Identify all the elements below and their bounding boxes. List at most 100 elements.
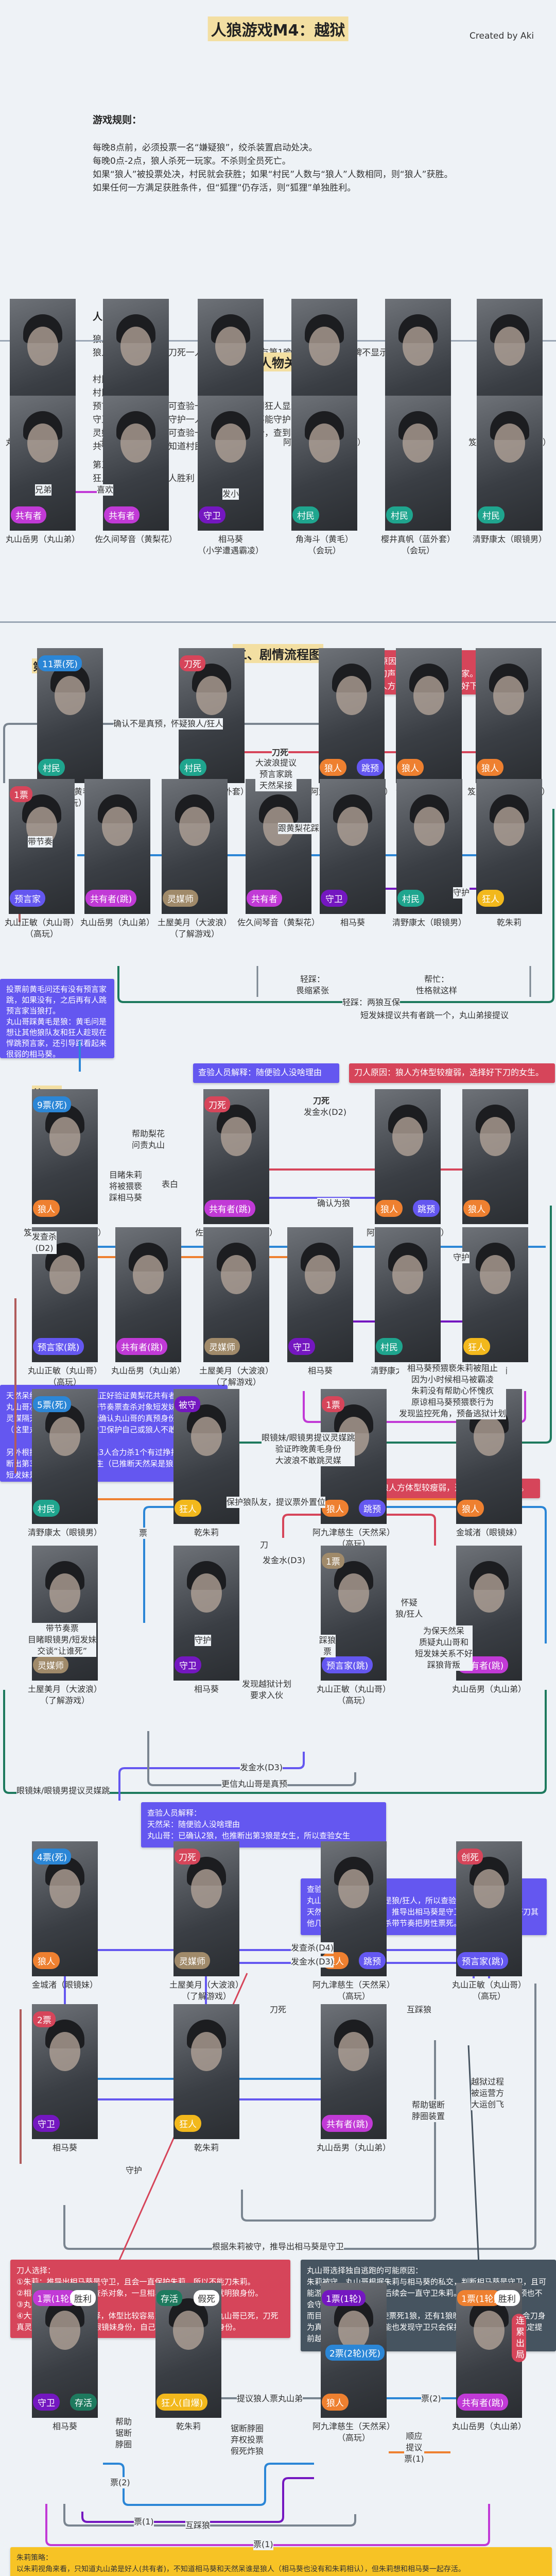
face-shape <box>309 327 340 366</box>
role-badge: 共有者 <box>104 506 140 523</box>
character-photo: 共有者(跳) 1票(1轮)胜利连 累 出 局 <box>456 2283 526 2418</box>
character-card: 灵媒师土屋美月（大波浪） （了解游戏） <box>28 1546 102 1706</box>
character-photo: 守卫 <box>320 779 386 914</box>
d4-gold-label: 发金水(D3) <box>291 1956 334 1968</box>
character-photo: 狼人 <box>396 648 462 783</box>
role-badge: 狼人 <box>376 1200 403 1217</box>
divider-1 <box>0 340 556 342</box>
character-name: 清野康太（眼镜男） <box>27 1528 102 1537</box>
character-card: 狂人被守乾朱莉 <box>173 1389 239 1538</box>
status-badge: 刀死 <box>175 1849 200 1865</box>
status-badge: 刀死 <box>180 655 205 671</box>
character-photo: 守卫 <box>287 1227 353 1362</box>
d5-comply-label: 顺应 提议 票(1) <box>404 2431 424 2465</box>
day5-strategy-note: 朱莉策略： 以朱莉视角来看，只知道丸山弟是好人(共有者)，不知道相马葵和天然呆谁… <box>10 2547 552 2576</box>
d5-help-label: 帮助 锯断 脖圈 <box>115 2416 132 2450</box>
d4-escape-label: 越狱过程 被运营方 大运创飞 <box>471 2076 505 2110</box>
day3-check-note: 查验人员解释： 天然呆：随便验人没啥理由 丸山哥：已确认2狼，也推断出第3狼是女… <box>141 1802 386 1848</box>
d2-guard-label: 守护 <box>453 1252 470 1263</box>
role-badge: 共有者(跳) <box>457 2394 509 2411</box>
result-badge: 假死 <box>194 2290 219 2306</box>
character-name: 相马葵 <box>307 1366 333 1376</box>
role-badge: 守卫 <box>33 2115 60 2132</box>
role-badge: 狼人 <box>33 1952 60 1969</box>
character-name: 丸山正敏（丸山哥） （高玩） <box>316 1684 391 1705</box>
character-photo: 预言家(跳)1票 <box>32 1227 98 1362</box>
character-card: 守卫相马葵 <box>173 1546 239 1695</box>
credit-top: Created by Aki <box>470 31 534 41</box>
face-shape <box>413 676 444 715</box>
character-photo: 共有者(跳) <box>84 779 150 914</box>
role-badge: 村民 <box>33 1500 60 1517</box>
character-card: 村民清野康太（眼镜男） <box>473 396 547 545</box>
face-shape <box>49 1255 80 1294</box>
role-badge: 狂人 <box>175 1500 201 1517</box>
result-badge: 胜利 <box>494 2290 520 2306</box>
section-plot-title: 二、剧情流程图 <box>233 644 323 663</box>
role-badge: 灵媒师 <box>163 890 198 907</box>
character-card: 共有者佐久间琴音（黄梨花） <box>95 396 177 545</box>
character-name: 丸山岳男（丸山弟） <box>111 1366 185 1376</box>
day2-kill-reason-note: 刀人原因：狼人方体型较瘦弱，选择好下刀的女生。 <box>349 1063 555 1083</box>
face-shape <box>494 807 525 846</box>
eliminated-badge: 连 累 出 局 <box>512 2314 526 2362</box>
role-badge: 村民 <box>386 506 413 523</box>
d1-sharer-label: 短发妹提议共有者跳一个，丸山弟接提议 <box>360 1010 509 1021</box>
character-name: 相马葵 <box>194 1684 219 1694</box>
face-shape <box>474 1869 505 1908</box>
face-shape <box>493 676 524 715</box>
status-badge: 1票 <box>322 1553 344 1569</box>
character-card: 共有者(跳)1票(1轮)胜利连 累 出 局丸山岳男（丸山弟） <box>452 2283 526 2432</box>
role-badge: 灵媒师 <box>33 1656 68 1673</box>
face-shape <box>120 327 151 366</box>
role-badge: 村民 <box>376 1338 403 1355</box>
d1-help-label: 帮忙： 性格就这样 <box>416 974 458 996</box>
character-photo: 共有者(跳) <box>115 1227 181 1362</box>
brothers-label: 兄弟 <box>35 484 52 496</box>
childhood-label: 发小 <box>222 488 239 500</box>
character-photo: 共有者(跳)刀死 <box>203 1089 269 1224</box>
d1-kill-label: 刀死 <box>272 747 289 758</box>
role-badge: 狂人(自爆) <box>157 2394 208 2411</box>
character-name: 土屋美月（大波浪） （了解游戏） <box>157 918 232 939</box>
character-photo: 预言家(跳)创死 <box>456 1841 522 1976</box>
role-badge: 共有者(跳) <box>85 890 137 907</box>
character-photo: 村民 <box>375 1227 441 1362</box>
face-shape <box>49 1869 80 1908</box>
status-badge: 1票(1轮) <box>457 2290 501 2306</box>
d3-plan-label: 发现越狱计划 要求入伙 <box>242 1679 292 1701</box>
role-badge: 狼人 <box>33 1200 60 1217</box>
character-photo: 狼人 <box>476 648 542 783</box>
character-photo: 村民刀死 <box>179 648 245 783</box>
character-card: 村民樱井真帆（蓝外套） （会玩） <box>381 396 455 556</box>
role-badge: 村民 <box>292 506 319 523</box>
character-card: 共有者(跳)丸山岳男（丸山弟） <box>452 1546 526 1695</box>
d1-proposal-label: 大波浪提议 预言家跳 天然呆接 <box>255 757 297 791</box>
d3-protect-label: 保护狼队友，提议票外置位 <box>227 1497 326 1508</box>
face-shape <box>49 1417 80 1456</box>
likes-label: 喜欢 <box>97 484 114 496</box>
face-shape <box>480 1255 511 1294</box>
character-name: 相马葵 <box>52 2143 77 2153</box>
day1-seer-note: 投票前黄毛问还有没有预言家跳，如果没有，之后再有人跳预言家当狼打。 丸山哥踩黄毛… <box>0 979 114 1059</box>
d2-help-label: 帮助梨花 问责丸山 <box>132 1128 165 1151</box>
character-name: 乾朱莉 <box>194 2143 219 2153</box>
face-shape <box>338 1573 369 1613</box>
face-shape <box>196 676 227 715</box>
character-name: 乾朱莉 <box>496 918 522 927</box>
face-shape <box>191 1869 222 1908</box>
d5-vote2top-label: 票(2) <box>421 2393 441 2404</box>
character-name: 乾朱莉 <box>194 1528 219 1537</box>
character-photo: 村民 <box>385 396 451 531</box>
face-shape <box>102 807 133 846</box>
role-badge: 灵媒师 <box>175 1952 210 1969</box>
character-card: 共有者(跳)刀死佐久间琴音（黄梨花） <box>195 1089 277 1239</box>
d1-pace-label: 带节奏 <box>28 836 53 848</box>
character-name: 丸山岳男（丸山弟） <box>316 2143 391 2153</box>
status-badge: 4票(死) <box>33 1849 72 1865</box>
d2-confess-label: 表白 <box>162 1179 179 1190</box>
